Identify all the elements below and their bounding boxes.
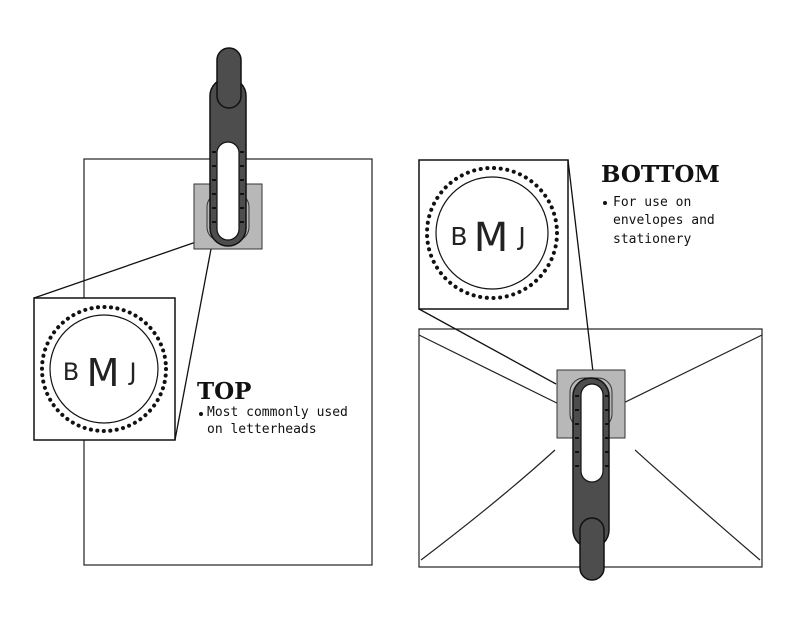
monogram-left: B (450, 222, 467, 251)
bottom-title: BOTTOM (601, 161, 720, 188)
monogram-left: B (63, 358, 79, 386)
top-note-line2: on letterheads (207, 422, 317, 437)
monogram-right: J (516, 222, 525, 251)
bullet-icon (199, 412, 203, 416)
bottom-note-line2: envelopes and (613, 213, 715, 228)
top-note-line1: Most commonly used (207, 405, 348, 420)
seal-dotted-ring (425, 166, 559, 300)
monogram-center: M (87, 351, 120, 395)
bottom-note-line1: For use on (613, 195, 691, 210)
bottom-note-line3: stationery (613, 232, 691, 247)
embosser-icon (572, 377, 610, 581)
zoom-line (174, 248, 212, 441)
bottom-panel: B M J BOTTOM For use on envelopes and st… (418, 159, 763, 581)
embosser-icon (209, 47, 247, 247)
seal-detail-box (418, 159, 569, 310)
zoom-line (567, 159, 594, 373)
seal-dotted-ring (40, 305, 168, 433)
monogram-center: M (474, 215, 509, 261)
bullet-icon (603, 201, 607, 205)
zoom-line (33, 241, 197, 299)
zoom-line (418, 308, 557, 385)
top-title: TOP (197, 378, 251, 405)
seal-detail-box (33, 297, 176, 441)
monogram-right: J (127, 358, 136, 386)
top-panel: B M J TOP Most commonly used on letterhe… (33, 47, 373, 566)
